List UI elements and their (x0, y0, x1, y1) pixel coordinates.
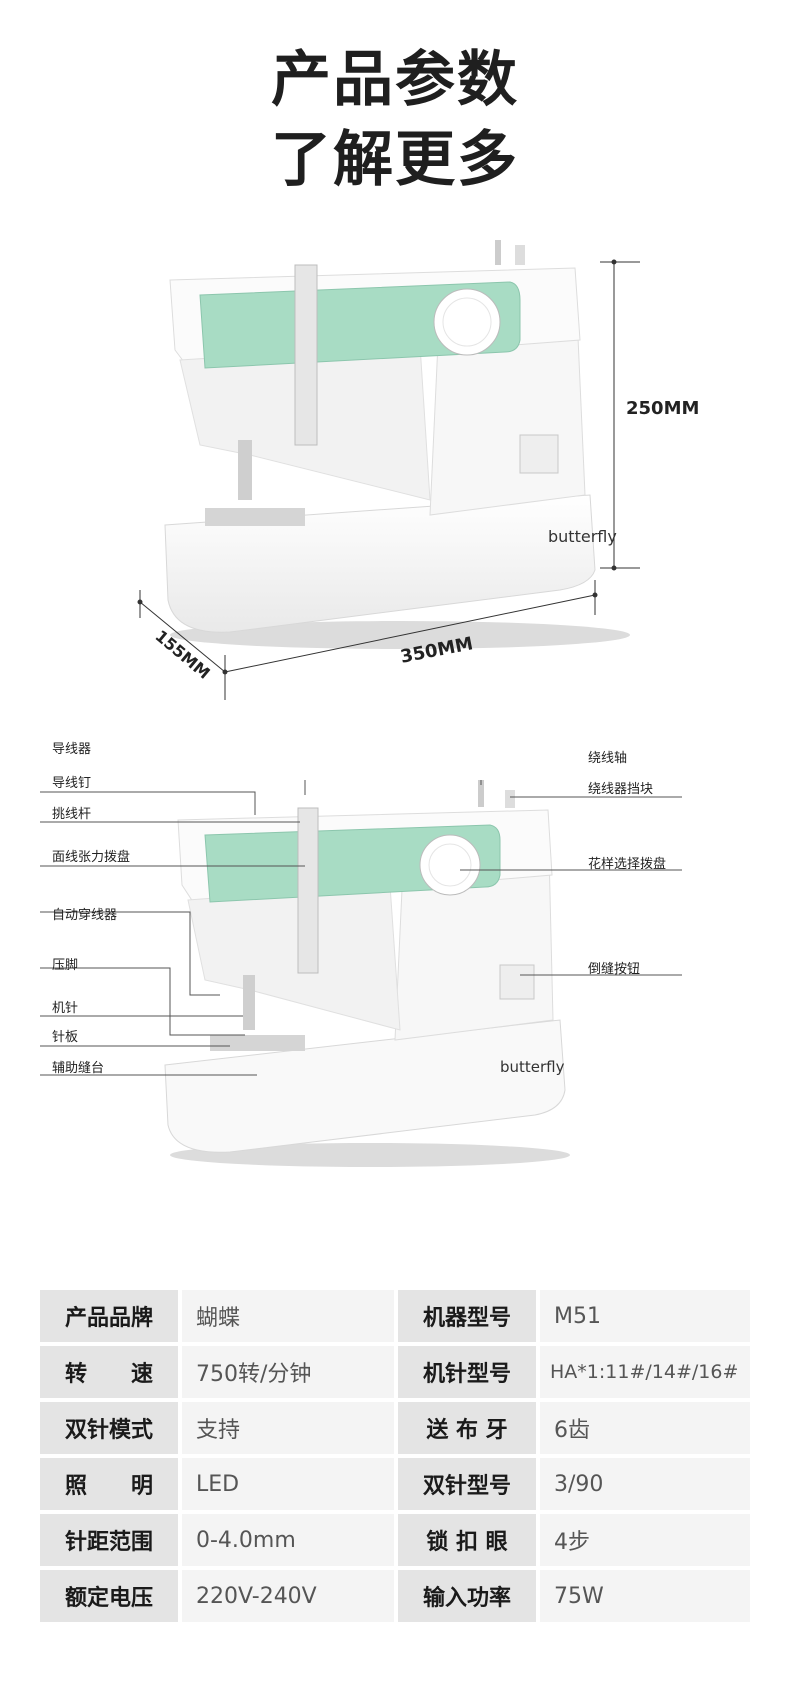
spec-value: HA*1:11#/14#/16# (540, 1346, 750, 1398)
spec-row: 双针模式 支持 送 布 牙 6齿 (40, 1402, 750, 1454)
spec-row: 照 明 LED 双针型号 3/90 (40, 1458, 750, 1510)
depth-dimension-line (137, 590, 226, 673)
spec-value: 3/90 (540, 1458, 750, 1510)
title-line-1: 产品参数 (271, 45, 519, 115)
spec-row: 转 速 750转/分钟 机针型号 HA*1:11#/14#/16# (40, 1346, 750, 1398)
spec-key: 双针模式 (40, 1402, 178, 1454)
part-label-thread-guide: 导线器 (52, 742, 92, 757)
spec-value: 蝴蝶 (182, 1290, 394, 1342)
spec-key: 送 布 牙 (398, 1402, 536, 1454)
spec-key: 产品品牌 (40, 1290, 178, 1342)
height-dimension: 250MM (626, 398, 700, 419)
part-label-bobbin-stopper: 绕线器挡块 (588, 782, 654, 797)
dimension-illustration: butterfly (137, 240, 640, 700)
spec-key: 输入功率 (398, 1570, 536, 1622)
spec-key: 照 明 (40, 1458, 178, 1510)
sewing-machine-parts-image (164, 780, 570, 1167)
spec-value: 750转/分钟 (182, 1346, 394, 1398)
sewing-machine-image (164, 240, 630, 649)
width-dimension-line (222, 580, 598, 700)
parts-diagram: butterfly (40, 780, 682, 1167)
spec-row: 产品品牌 蝴蝶 机器型号 M51 (40, 1290, 750, 1342)
part-label-needle-plate: 针板 (52, 1030, 79, 1045)
spec-key: 转 速 (40, 1346, 178, 1398)
part-label-extension-table: 辅助缝台 (52, 1061, 105, 1076)
spec-row: 针距范围 0-4.0mm 锁 扣 眼 4步 (40, 1514, 750, 1566)
part-label-thread-guide-pin: 导线钉 (52, 776, 92, 791)
spec-value: 220V-240V (182, 1570, 394, 1622)
part-label-presser-foot: 压脚 (52, 958, 79, 973)
spec-table: 产品品牌 蝴蝶 机器型号 M51 转 速 750转/分钟 机针型号 HA*1:1… (40, 1290, 750, 1626)
leader-lines (40, 780, 682, 1076)
spec-key: 机针型号 (398, 1346, 536, 1398)
spec-key: 双针型号 (398, 1458, 536, 1510)
spec-key: 额定电压 (40, 1570, 178, 1622)
part-label-auto-threader: 自动穿线器 (52, 908, 118, 923)
spec-row: 额定电压 220V-240V 输入功率 75W (40, 1570, 750, 1622)
part-label-bobbin-winder: 绕线轴 (588, 751, 628, 766)
spec-value: 75W (540, 1570, 750, 1622)
spec-value: 0-4.0mm (182, 1514, 394, 1566)
part-label-reverse-button: 倒缝按钮 (588, 962, 641, 977)
spec-key: 机器型号 (398, 1290, 536, 1342)
spec-value: 4步 (540, 1514, 750, 1566)
spec-value: M51 (540, 1290, 750, 1342)
brand-logo: butterfly (548, 527, 617, 546)
spec-value: 支持 (182, 1402, 394, 1454)
spec-key: 针距范围 (40, 1514, 178, 1566)
part-label-pattern-dial: 花样选择拨盘 (588, 857, 667, 872)
brand-logo-2: butterfly (500, 1058, 565, 1076)
spec-key: 锁 扣 眼 (398, 1514, 536, 1566)
page-title: 产品参数 了解更多 (0, 40, 790, 200)
height-dimension-line (600, 259, 640, 571)
spec-value: LED (182, 1458, 394, 1510)
part-label-take-up-lever: 挑线杆 (52, 807, 92, 822)
title-line-2: 了解更多 (271, 125, 519, 195)
part-label-needle: 机针 (52, 1001, 79, 1016)
part-label-tension-dial: 面线张力拨盘 (52, 850, 131, 865)
spec-value: 6齿 (540, 1402, 750, 1454)
